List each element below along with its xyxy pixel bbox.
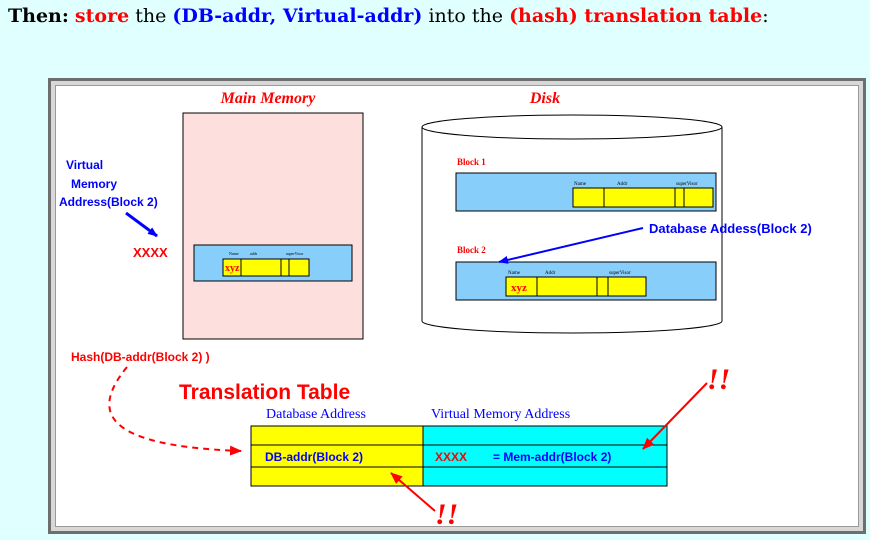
disk-value: xyz: [511, 282, 527, 294]
db-addr-cell: DB-addr(Block 2): [265, 450, 363, 464]
hash-label: Hash(DB-addr(Block 2) ): [71, 350, 210, 364]
block2-field-supervisor: superVisor: [609, 271, 631, 276]
bang-bottom: !!: [435, 498, 458, 525]
bang-arrow-top: [642, 382, 708, 450]
main-memory-title: Main Memory: [220, 90, 317, 107]
db-address-label: Database Addess(Block 2): [649, 221, 812, 236]
hash-arrow: [108, 366, 242, 456]
heading-pair: (DB-addr, Virtual-addr): [172, 5, 423, 27]
vm-addr-cell: = Mem-addr(Block 2): [493, 450, 611, 464]
heading-the: the: [135, 5, 167, 27]
db-address-arrow: [498, 227, 644, 264]
disk-title: Disk: [529, 90, 560, 107]
virtual-label-1: Virtual: [66, 158, 103, 172]
main-memory-box: [182, 112, 364, 340]
col-db-header: Database Address: [266, 407, 366, 422]
mem-field-supervisor: superVisor: [286, 251, 304, 256]
heading: Then: store the (DB-addr, Virtual-addr) …: [8, 2, 858, 30]
table-vm-column: [422, 425, 668, 487]
block2-field-addr: Addr: [545, 271, 556, 276]
block2-field-name: Name: [508, 271, 521, 276]
block2-label: Block 2: [457, 245, 486, 255]
translation-title: Translation Table: [179, 381, 350, 404]
block2-fields: [505, 276, 647, 297]
diagram-svg: Main Memory Name addr superVisor xyz Vir…: [59, 90, 812, 531]
diagram-frame: Main Memory Name addr superVisor xyz Vir…: [48, 78, 866, 534]
disk-top: [421, 114, 723, 140]
virtual-label-2: Memory: [71, 177, 117, 191]
virtual-label-3: Address(Block 2): [59, 195, 158, 209]
vm-xxxx-cell: XXXX: [435, 450, 467, 464]
heading-store: store: [74, 5, 130, 27]
memory-record-fields: [222, 258, 310, 277]
heading-then: Then:: [8, 5, 69, 27]
heading-into: into the: [428, 5, 504, 27]
block1-field-addr: Addr: [617, 182, 628, 187]
mem-field-name: Name: [229, 251, 239, 256]
virtual-arrow: [125, 211, 158, 238]
col-vm-header: Virtual Memory Address: [431, 407, 570, 422]
block1-fields: [572, 187, 714, 208]
bang-top: !!: [707, 363, 730, 396]
block1-label: Block 1: [457, 157, 486, 167]
heading-table: (hash) translation table: [509, 5, 763, 27]
mem-value: xyz: [225, 263, 240, 274]
heading-colon: :: [762, 5, 769, 27]
block1-field-name: Name: [574, 182, 587, 187]
block1-field-supervisor: superVisor: [676, 182, 698, 187]
bang-arrow-bottom: [390, 472, 436, 512]
xxxx-label: XXXX: [133, 245, 168, 260]
mem-field-addr: addr: [250, 251, 258, 256]
